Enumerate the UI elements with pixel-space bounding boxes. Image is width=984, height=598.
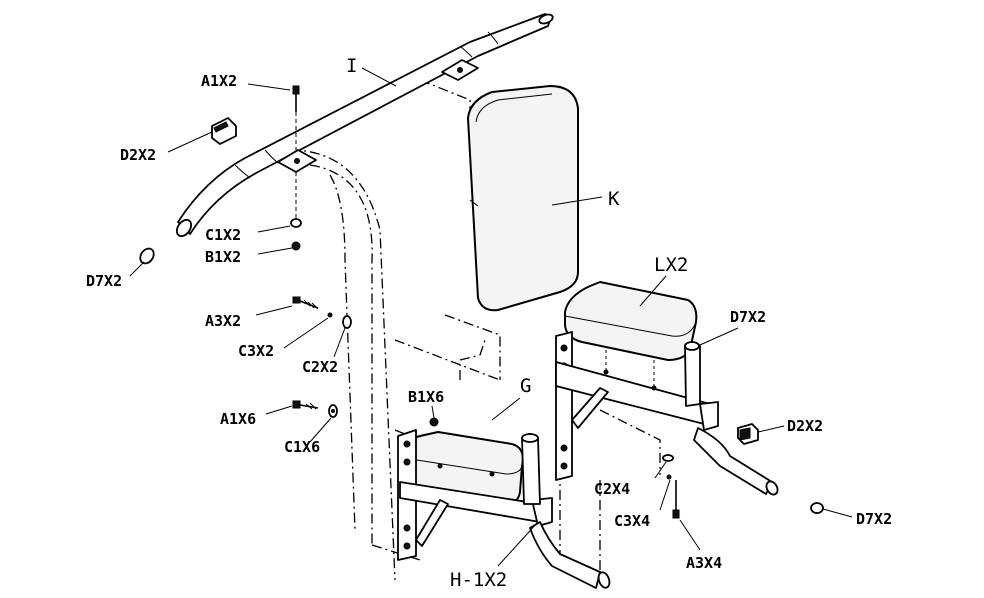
label-A1X2: A1X2: [201, 72, 237, 90]
top-bolt-assembly: [290, 85, 302, 251]
label-C3X2: C3X2: [238, 342, 274, 360]
label-C1X2: C1X2: [205, 226, 241, 244]
label-H-1X2: H-1X2: [450, 569, 507, 591]
label-C1X6: C1X6: [284, 438, 320, 456]
right-arm-assembly: [555, 281, 824, 519]
part-labels: I A1X2 D2X2 C1X2 B1X2 D7X2 A3X2 C3X2 C2X…: [86, 55, 892, 591]
label-D7X2-left: D7X2: [86, 272, 122, 290]
label-A3X4: A3X4: [686, 554, 722, 572]
label-I: I: [346, 55, 357, 77]
label-D2X2-top: D2X2: [120, 146, 156, 164]
label-B1X6: B1X6: [408, 388, 444, 406]
back-pad: [467, 85, 579, 312]
label-D7X2-right-top: D7X2: [730, 308, 766, 326]
end-cap-clamp-top: [211, 117, 237, 145]
label-A1X6: A1X6: [220, 410, 256, 428]
top-handle-bar: [175, 13, 554, 238]
label-LX2: LX2: [654, 254, 688, 276]
label-K: K: [608, 188, 620, 210]
end-plug-left: [139, 247, 155, 265]
left-arm-assembly: [292, 296, 611, 589]
label-C3X4: C3X4: [614, 512, 650, 530]
label-A3X2: A3X2: [205, 312, 241, 330]
label-C2X4: C2X4: [594, 480, 630, 498]
label-D2X2-right: D2X2: [787, 417, 823, 435]
label-D7X2-right: D7X2: [856, 510, 892, 528]
label-B1X2: B1X2: [205, 248, 241, 266]
label-G: G: [520, 375, 531, 397]
label-C2X2: C2X2: [302, 358, 338, 376]
leader-lines: [129, 67, 853, 567]
